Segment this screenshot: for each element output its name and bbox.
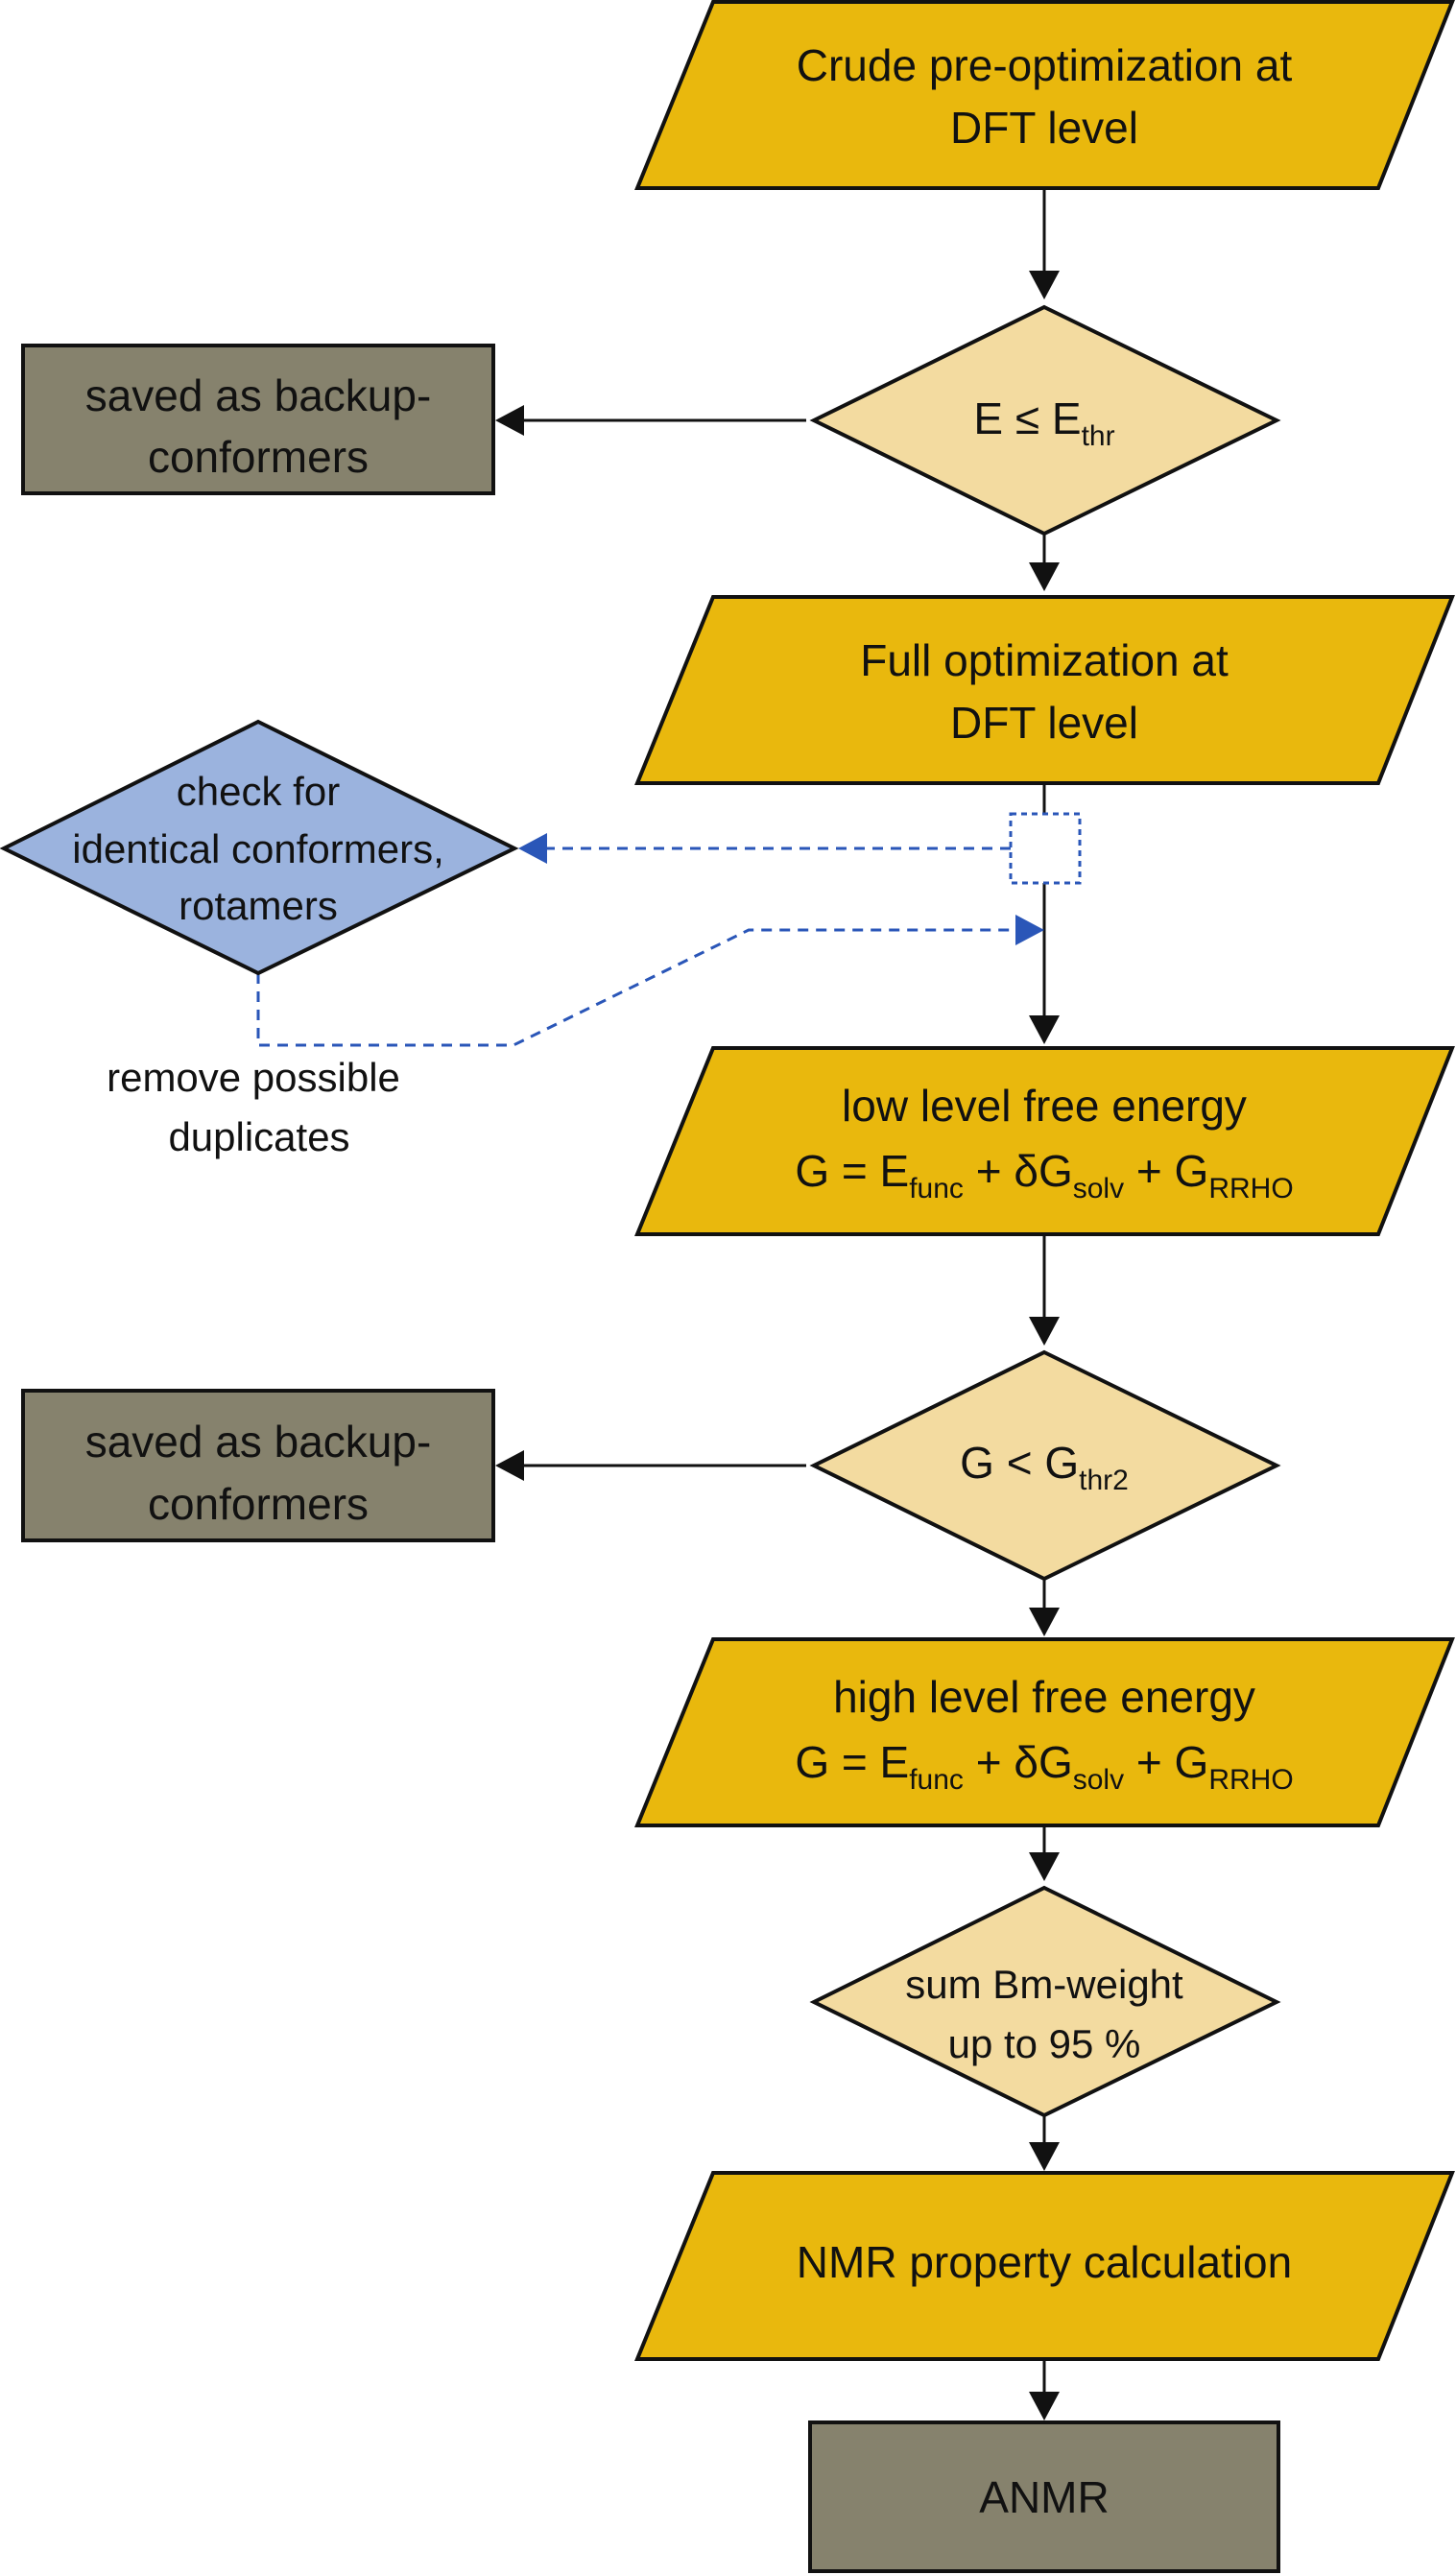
energy-threshold-label: E ≤ Ethr xyxy=(973,393,1114,452)
arrowhead-energy-check-to-full-opt xyxy=(1029,562,1060,591)
nmr-property-calculation-shape xyxy=(634,2171,1455,2361)
arrowhead-full-opt-to-low-free xyxy=(1029,1015,1060,1044)
remove-duplicates-line2: duplicates xyxy=(168,1114,349,1159)
backup-conformers-2-line1: saved as backup- xyxy=(85,1417,432,1466)
anmr-label: ANMR xyxy=(979,2472,1109,2522)
arrowhead-free-check-to-high-free xyxy=(1029,1608,1060,1636)
full-optimization-line2: DFT level xyxy=(950,698,1138,748)
loop-junction-box xyxy=(1009,812,1082,885)
duplicate-check-loop xyxy=(256,812,1082,1047)
high-level-free-energy-shape xyxy=(634,1637,1455,1827)
arrowhead-energy-check-to-backup1 xyxy=(495,405,524,436)
energy-threshold-decision: E ≤ Ethr xyxy=(809,304,1281,536)
remove-duplicates-line1: remove possible xyxy=(107,1055,400,1100)
full-optimization-node: Full optimization at DFT level xyxy=(634,595,1455,785)
arrowhead-low-free-to-free-check xyxy=(1029,1317,1060,1346)
boltzmann-weight-line2: up to 95 % xyxy=(948,2021,1141,2066)
edge-identical-check-return xyxy=(256,928,1015,1047)
high-level-free-energy-title: high level free energy xyxy=(833,1672,1255,1722)
connectors xyxy=(495,188,1060,2420)
high-level-free-energy-equation: G = Efunc + δGsolv + GRRHO xyxy=(795,1737,1293,1796)
identical-conformers-check-line2: identical conformers, xyxy=(72,826,444,871)
nmr-property-calculation-node: NMR property calculation xyxy=(634,2171,1455,2361)
low-level-free-energy-node: low level free energy G = Efunc + δGsolv… xyxy=(634,1046,1455,1236)
anmr-node: ANMR xyxy=(808,2420,1280,2573)
arrowhead-crude-to-energy-check xyxy=(1029,271,1060,299)
identical-conformers-check-shape xyxy=(0,719,519,976)
backup-conformers-1-line2: conformers xyxy=(148,432,369,482)
free-energy-threshold-label: G < Gthr2 xyxy=(960,1438,1129,1496)
backup-conformers-2-line2: conformers xyxy=(148,1479,369,1529)
remove-duplicates-note: remove possible duplicates xyxy=(107,1055,400,1159)
low-level-free-energy-title: low level free energy xyxy=(842,1081,1247,1131)
arrowhead-boltzmann-check-to-nmr xyxy=(1029,2142,1060,2171)
crude-preoptimization-line1: Crude pre-optimization at xyxy=(797,40,1293,90)
crude-preoptimization-line2: DFT level xyxy=(950,103,1138,153)
nmr-property-calculation-label: NMR property calculation xyxy=(797,2237,1292,2287)
free-energy-threshold-decision: G < Gthr2 xyxy=(809,1349,1281,1582)
free-energy-threshold-shape xyxy=(809,1349,1281,1582)
boltzmann-weight-shape xyxy=(809,1885,1281,2118)
boltzmann-weight-decision: sum Bm-weight up to 95 % xyxy=(809,1885,1281,2118)
energy-threshold-shape xyxy=(809,304,1281,536)
identical-conformers-check-line3: rotamers xyxy=(179,883,338,928)
full-optimization-line1: Full optimization at xyxy=(860,635,1229,685)
arrowhead-high-free-to-boltzmann-check xyxy=(1029,1852,1060,1881)
crude-preoptimization-node: Crude pre-optimization at DFT level xyxy=(634,0,1455,190)
backup-conformers-1-line1: saved as backup- xyxy=(85,370,432,420)
arrowhead-free-check-to-backup2 xyxy=(495,1450,524,1481)
backup-conformers-shape-1 xyxy=(21,344,495,495)
arrowhead-identical-check-return xyxy=(1015,915,1044,945)
identical-conformers-check-line1: check for xyxy=(177,769,340,814)
low-level-free-energy-equation: G = Efunc + δGsolv + GRRHO xyxy=(795,1146,1293,1204)
full-optimization-shape xyxy=(634,595,1455,785)
arrowhead-nmr-to-anmr xyxy=(1029,2392,1060,2420)
anmr-shape xyxy=(808,2420,1280,2573)
backup-conformers-node-1: saved as backup- conformers xyxy=(21,344,495,495)
arrowhead-junction-to-identical-check xyxy=(518,833,547,864)
crude-preoptimization-shape xyxy=(634,0,1455,190)
identical-conformers-check-node: check for identical conformers, rotamers xyxy=(0,719,519,976)
backup-conformers-shape-2 xyxy=(21,1389,495,1542)
backup-conformers-node-2: saved as backup- conformers xyxy=(21,1389,495,1542)
boltzmann-weight-line1: sum Bm-weight xyxy=(905,1962,1183,2007)
low-level-free-energy-shape xyxy=(634,1046,1455,1236)
high-level-free-energy-node: high level free energy G = Efunc + δGsol… xyxy=(634,1637,1455,1827)
